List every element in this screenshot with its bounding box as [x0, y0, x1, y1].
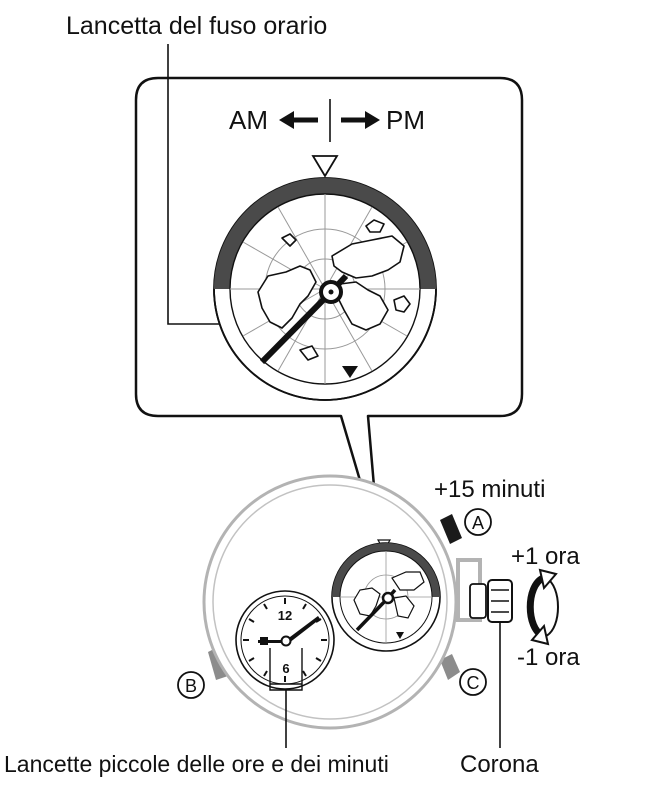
pusher-c[interactable] — [440, 654, 460, 680]
crown[interactable] — [469, 579, 513, 623]
pusher-b[interactable] — [208, 646, 228, 680]
button-b-marker — [177, 671, 205, 699]
crown-label: Corona — [460, 751, 539, 778]
minus-1-hour-label: -1 ora — [517, 644, 580, 671]
pm-arrow-icon — [341, 111, 380, 129]
button-a-letter: A — [472, 513, 484, 533]
button-b-letter: B — [185, 676, 197, 696]
am-arrow-icon — [279, 111, 318, 129]
am-label: AM — [229, 105, 268, 135]
dial-12-label: 12 — [278, 608, 292, 623]
plus-1-hour-label: +1 ora — [511, 543, 580, 570]
pusher-a[interactable] — [440, 514, 462, 544]
timezone-hand-label: Lancetta del fuso orario — [66, 12, 328, 40]
subdial-hours-minutes — [235, 590, 335, 691]
rotate-both-directions-icon — [526, 568, 559, 646]
plus-15-minutes-label: +15 minuti — [434, 476, 546, 503]
button-c-marker — [459, 668, 487, 696]
dial-6-label: 6 — [282, 661, 289, 676]
button-a-marker — [464, 508, 492, 536]
timezone-dial-large — [213, 177, 437, 401]
button-c-letter: C — [467, 673, 480, 693]
index-triangle-icon — [311, 155, 339, 178]
pm-label: PM — [386, 105, 425, 135]
timezone-dial-small — [331, 542, 441, 652]
small-hands-label: Lancette piccole delle ore e dei minuti — [4, 751, 389, 777]
